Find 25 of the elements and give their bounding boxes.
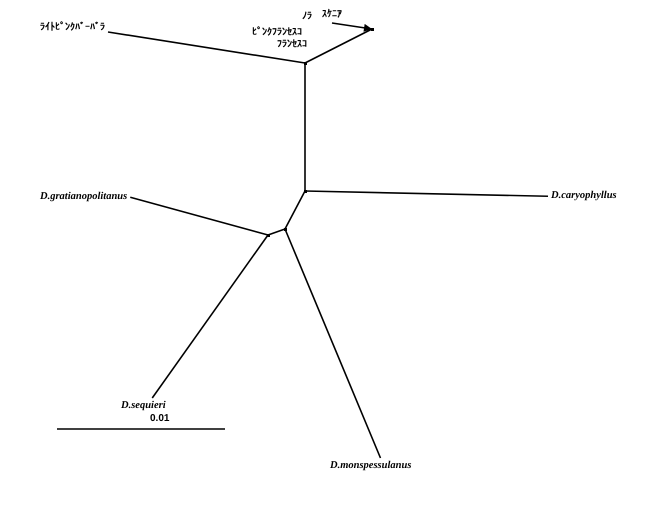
scale-label: 0.01 xyxy=(150,414,170,424)
tree-branch xyxy=(304,63,306,191)
branch-point xyxy=(304,62,306,64)
tree-branch xyxy=(284,190,306,230)
branch-point xyxy=(304,190,306,192)
tree-branch xyxy=(284,228,382,458)
tree-branch xyxy=(130,196,268,236)
taxon-label: D.gratianopolitanus xyxy=(40,192,128,202)
branch-point xyxy=(370,28,374,30)
tree-branch xyxy=(152,234,269,398)
taxon-label: D.caryophyllus xyxy=(551,191,617,202)
tree-branch xyxy=(108,31,306,64)
taxon-label: ﾉﾗ xyxy=(302,12,312,22)
tree-branch xyxy=(268,228,286,236)
tree-branch xyxy=(304,28,372,64)
branch-point xyxy=(266,234,270,236)
branch-point xyxy=(284,228,286,230)
taxon-label: ﾌﾗﾝｾｽｺ xyxy=(277,40,307,50)
tree-branch xyxy=(304,190,548,198)
taxon-label: D.sequieri xyxy=(121,401,166,412)
taxon-label: ﾋﾟﾝｸﾌﾗﾝｾｽｺ xyxy=(252,28,302,38)
taxon-label: D.monspessulanus xyxy=(330,461,412,472)
taxon-label: ｽｹﾆｱ xyxy=(322,10,342,20)
taxon-label: ﾗｲﾄﾋﾟﾝｸﾊﾞｰﾊﾞﾗ xyxy=(40,23,105,33)
arrow xyxy=(332,22,372,32)
